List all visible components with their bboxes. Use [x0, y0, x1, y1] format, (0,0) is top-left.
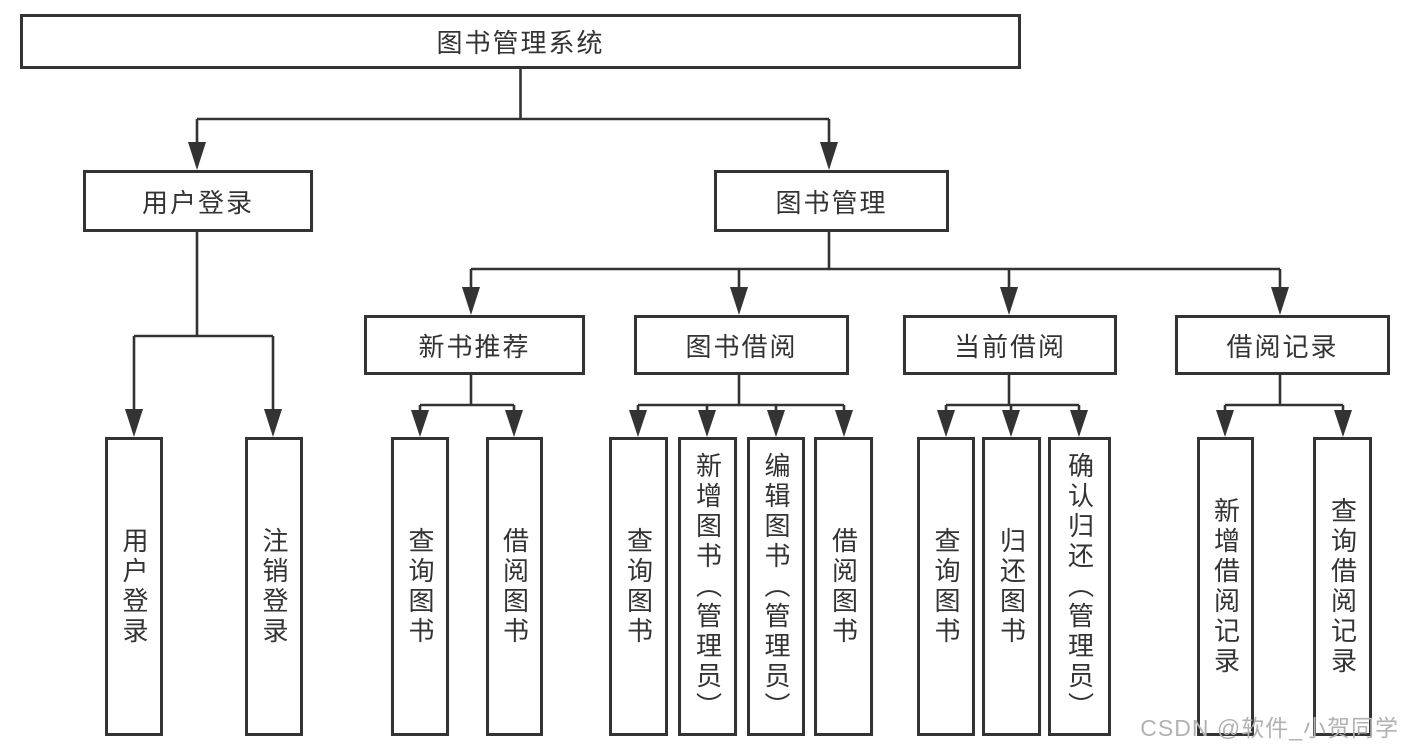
arrow-down-icon [125, 409, 143, 437]
arrow-down-icon [767, 410, 785, 437]
node-borrowing-records: 借阅记录 [1175, 315, 1390, 375]
arrow-down-icon [1070, 410, 1088, 437]
leaf-query-books-borrow: 查询图书 [609, 437, 668, 736]
node-user-login: 用户登录 [83, 170, 313, 232]
arrow-down-icon [1002, 410, 1020, 437]
arrow-down-icon [698, 410, 716, 437]
leaf-edit-book-admin: 编辑图书（管理员） [747, 437, 805, 736]
connector-book-management-branch [462, 232, 1289, 315]
arrow-down-icon [188, 142, 206, 170]
connector-root-to-level2 [188, 69, 838, 170]
arrow-down-icon [820, 142, 838, 170]
arrow-down-icon [462, 287, 480, 315]
arrow-down-icon [411, 410, 429, 437]
node-book-borrowing: 图书借阅 [634, 315, 849, 375]
arrow-down-icon [1334, 410, 1352, 437]
leaf-add-book-admin: 新增图书（管理员） [678, 437, 737, 736]
arrow-down-icon [629, 410, 647, 437]
connector-borrow-record-branch [1216, 375, 1352, 437]
arrow-down-icon [937, 410, 955, 437]
arrow-down-icon [1000, 287, 1018, 315]
arrow-down-icon [1271, 287, 1289, 315]
node-book-management: 图书管理 [714, 170, 949, 232]
connector-book-borrow-branch [629, 375, 853, 437]
node-current-borrowing: 当前借阅 [903, 315, 1117, 375]
arrow-down-icon [1216, 410, 1234, 437]
leaf-query-books-current: 查询图书 [917, 437, 975, 736]
leaf-borrow-books-recommend: 借阅图书 [486, 437, 543, 736]
leaf-logout: 注销登录 [245, 437, 303, 736]
node-library-management-system: 图书管理系统 [20, 14, 1021, 69]
arrow-down-icon [835, 410, 853, 437]
leaf-query-borrow-record: 查询借阅记录 [1313, 437, 1372, 736]
leaf-query-books-recommend: 查询图书 [391, 437, 449, 736]
leaf-confirm-return-admin: 确认归还（管理员） [1048, 437, 1111, 736]
connector-new-book-branch [411, 375, 523, 437]
arrow-down-icon [505, 410, 523, 437]
leaf-borrow-books: 借阅图书 [814, 437, 873, 736]
arrow-down-icon [730, 287, 748, 315]
arrow-down-icon [264, 409, 282, 437]
connector-user-login-branch [125, 232, 282, 437]
node-new-book-recommendation: 新书推荐 [364, 315, 585, 375]
connector-current-borrow-branch [937, 375, 1088, 437]
leaf-add-borrow-record: 新增借阅记录 [1197, 437, 1254, 736]
csdn-watermark: CSDN @软件_小贺同学 [1140, 715, 1399, 741]
leaf-user-login: 用户登录 [105, 437, 163, 736]
leaf-return-books: 归还图书 [982, 437, 1041, 736]
